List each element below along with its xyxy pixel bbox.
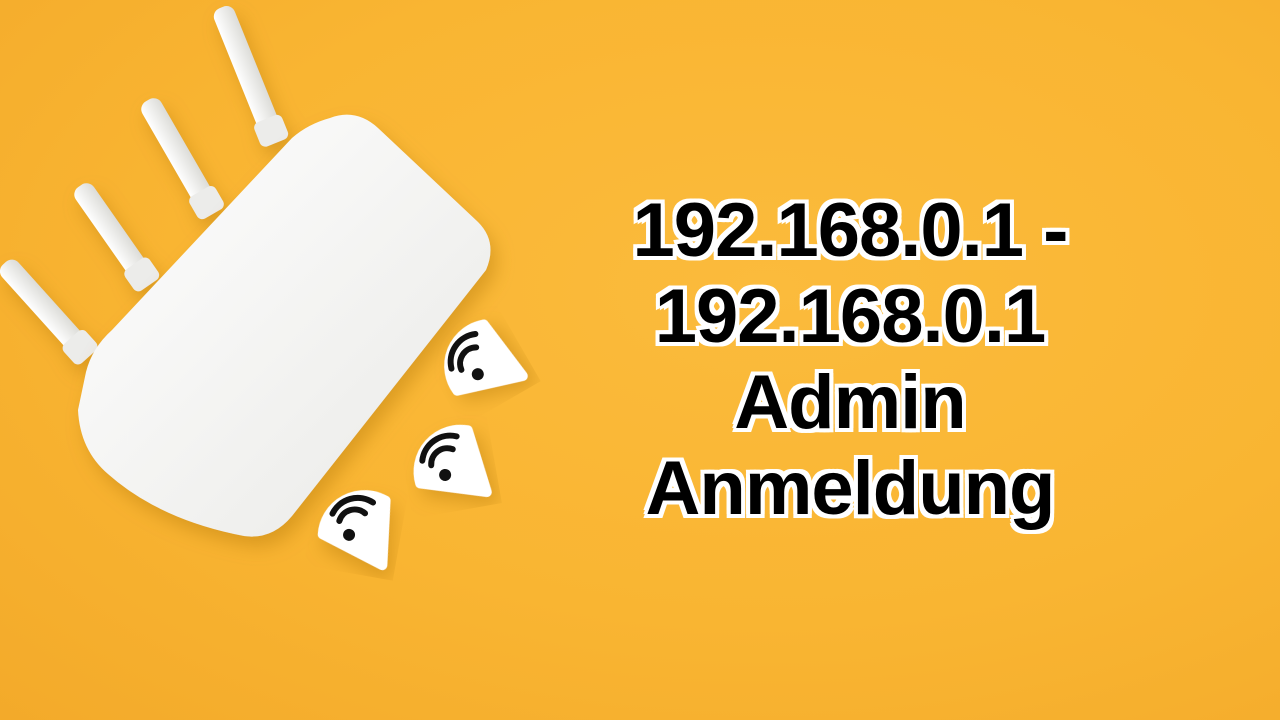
- title-line-1: 192.168.0.1 -: [632, 188, 1069, 273]
- router-illustration: [0, 6, 528, 571]
- title-line-3: Admin: [734, 360, 966, 445]
- title-line-2: 192.168.0.1: [654, 274, 1047, 359]
- wifi-icon: [413, 424, 492, 497]
- title-line-4: Anmeldung: [645, 446, 1056, 531]
- page-title: 192.168.0.1 - 192.168.0.1 Admin Anmeldun…: [560, 188, 1140, 532]
- router-antennas: [0, 6, 289, 365]
- wifi-icon: [444, 319, 528, 396]
- wifi-icon: [317, 490, 391, 571]
- router-body: [78, 114, 491, 537]
